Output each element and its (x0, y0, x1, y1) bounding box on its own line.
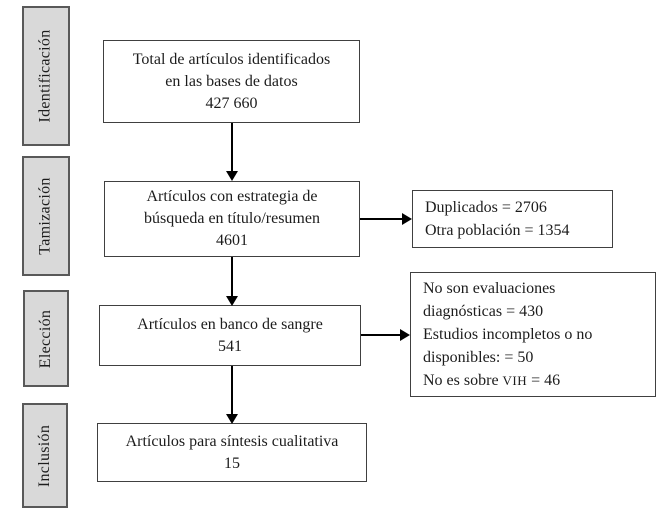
stage-label-inclusion: Inclusión (22, 403, 68, 508)
side-box-line: disponibles: = 50 (423, 349, 534, 366)
arrow-down-2-head-icon (226, 296, 238, 306)
side-box-line: diagnósticas = 430 (423, 303, 544, 320)
vih-smallcaps-text: VIH (502, 373, 528, 388)
box-included: Artículos para síntesis cualitativa 15 (97, 423, 367, 482)
side-box-line: No es sobre VIH = 46 (423, 369, 651, 392)
stage-label-tamizacion: Tamización (22, 156, 70, 276)
side-box-line-suffix: = 46 (527, 372, 561, 389)
arrow-down-3-head-icon (226, 414, 238, 424)
stage-label-text: Identificación (37, 29, 55, 123)
box-count: 427 660 (205, 94, 258, 112)
box-count: 4601 (216, 232, 248, 249)
box-line: Artículos en banco de sangre (137, 315, 323, 333)
stage-label-text: Elección (37, 309, 54, 368)
side-box-line: No son evaluaciones (423, 280, 556, 297)
box-screened: Artículos con estrategia de búsqueda en … (104, 181, 360, 257)
box-count: 541 (218, 337, 242, 355)
stage-label-identificacion: Identificación (22, 6, 70, 146)
arrow-down-3-line (231, 366, 233, 414)
side-box-excluded-screening: Duplicados = 2706 Otra población = 1354 (412, 190, 613, 248)
side-box-line-prefix: No es sobre (423, 372, 503, 389)
arrow-down-1-head-icon (226, 171, 238, 181)
box-line: Artículos con estrategia de (146, 188, 318, 205)
box-count: 15 (224, 454, 240, 472)
side-box-excluded-eligibility: No son evaluaciones diagnósticas = 430 E… (410, 272, 656, 397)
box-identified: Total de artículos identificados en las … (103, 40, 360, 123)
arrow-down-2-line (231, 257, 233, 296)
stage-label-text: Inclusión (36, 424, 53, 487)
arrow-right-1-head-icon (402, 213, 412, 225)
box-line: Total de artículos identificados (132, 50, 331, 68)
side-box-line: Duplicados = 2706 (425, 199, 547, 216)
side-box-line: Estudios incompletos o no (423, 326, 593, 343)
box-line: búsqueda en título/resumen (144, 210, 320, 227)
stage-label-eleccion: Elección (23, 290, 69, 387)
box-line: Artículos para síntesis cualitativa (125, 432, 339, 450)
box-line: en las bases de datos (165, 72, 298, 90)
arrow-right-2-head-icon (400, 329, 410, 341)
stage-label-text: Tamización (37, 177, 54, 255)
side-box-line: Otra población = 1354 (425, 222, 570, 239)
arrow-down-1-line (231, 123, 233, 171)
arrow-right-1-line (360, 218, 403, 220)
arrow-right-2-line (361, 334, 401, 336)
box-eligible: Artículos en banco de sangre 541 (99, 305, 361, 366)
